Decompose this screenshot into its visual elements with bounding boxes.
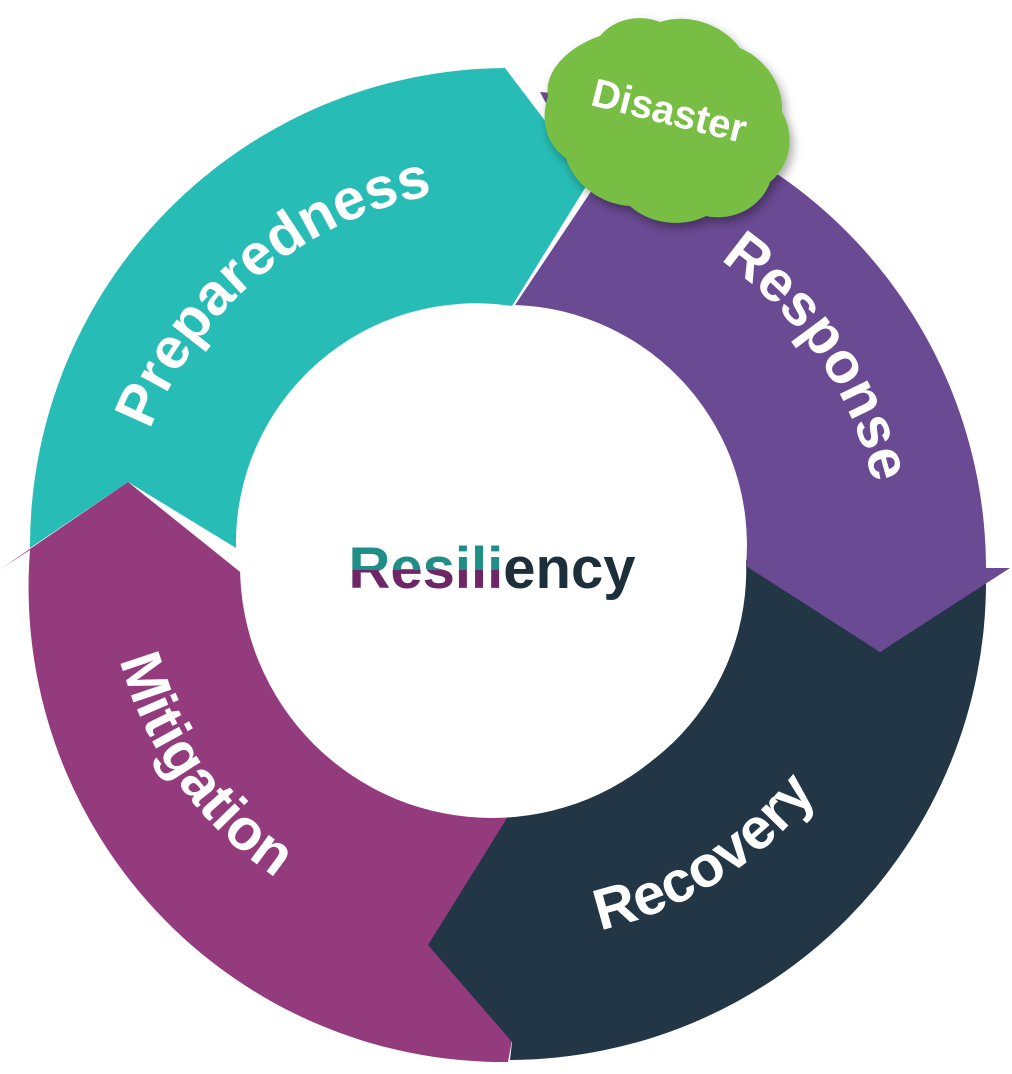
disaster-badge: Disaster	[544, 18, 790, 223]
center-title-part1: Resili	[349, 536, 504, 601]
center-title: Resiliency	[349, 536, 636, 601]
response-segment	[515, 92, 1010, 652]
mitigation-segment	[2, 482, 512, 1063]
disaster-badge-shape	[544, 18, 790, 223]
center-circle	[240, 314, 744, 818]
preparedness-segment	[29, 68, 590, 548]
recovery-segment	[428, 560, 987, 1060]
center-title-part2: ency	[503, 536, 635, 601]
